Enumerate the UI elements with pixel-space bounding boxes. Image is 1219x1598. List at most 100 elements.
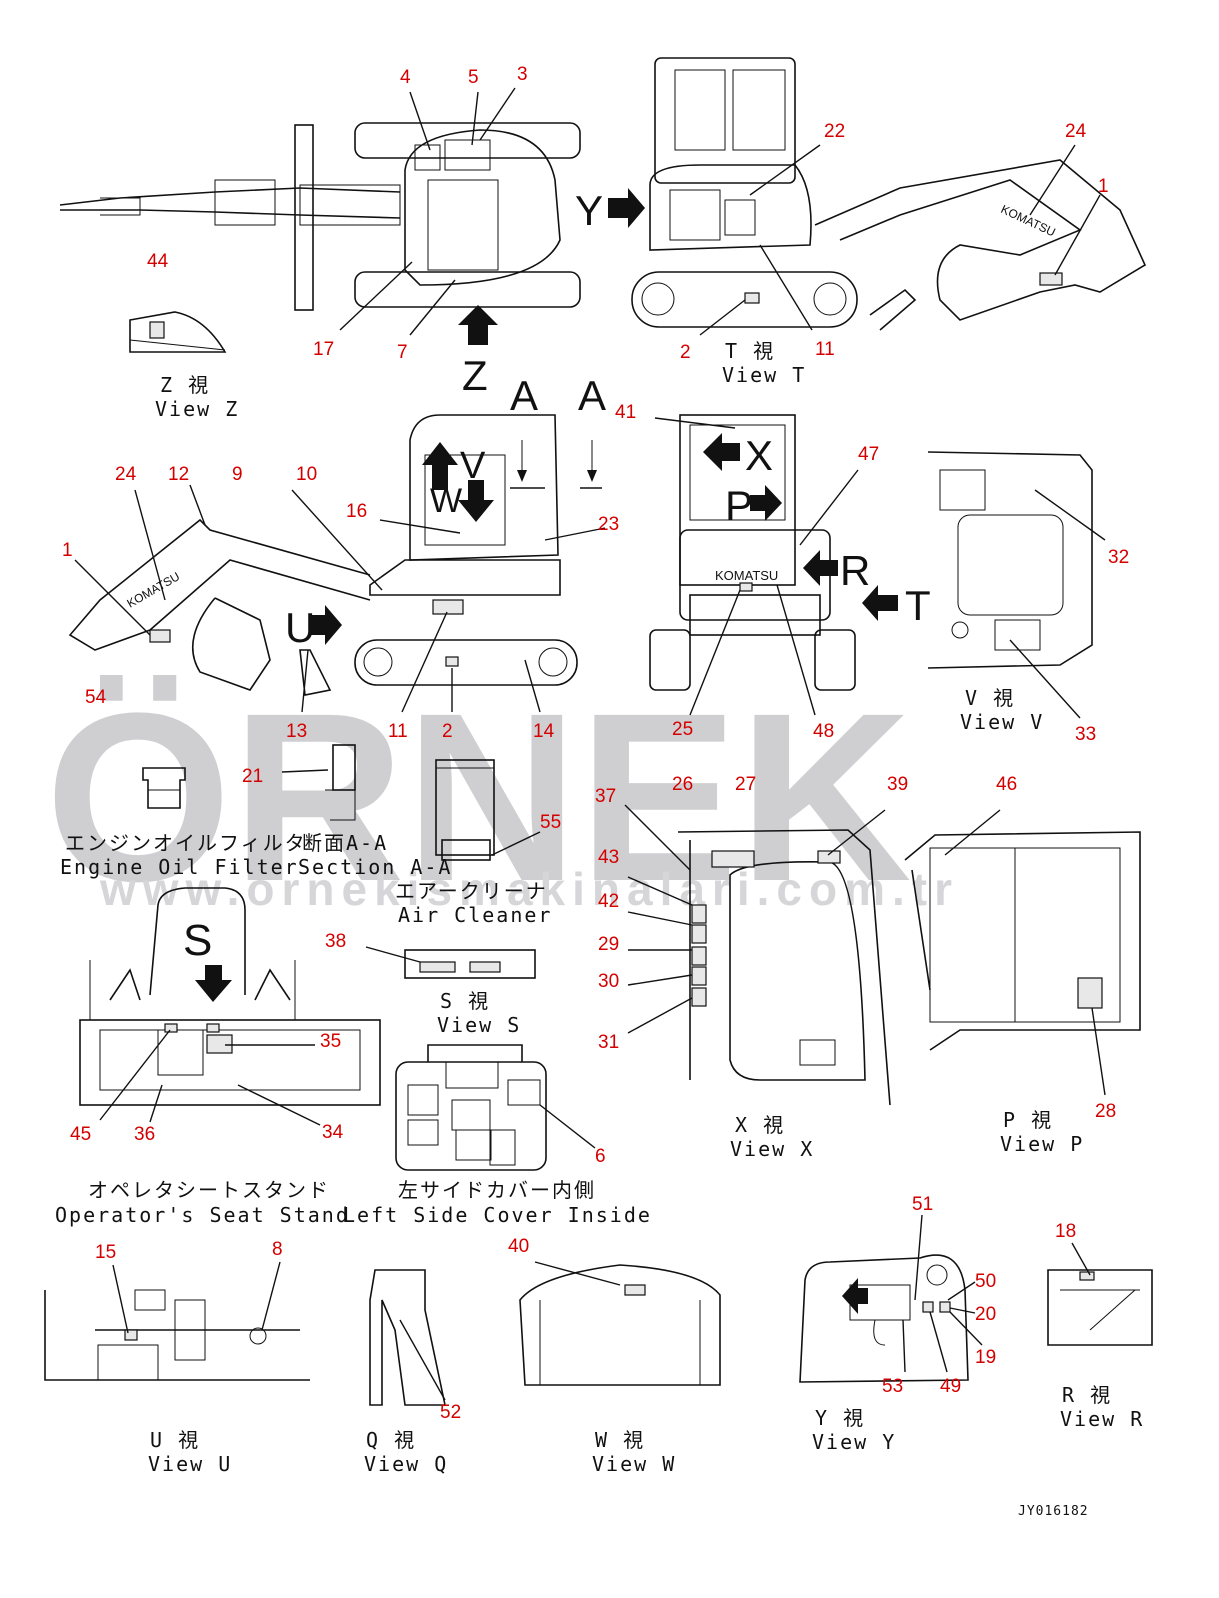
- callout-3: 3: [517, 64, 528, 85]
- arrow-x-view: [703, 433, 740, 471]
- callout-42: 42: [598, 891, 619, 912]
- view-z-drawing: [129, 311, 227, 353]
- callout-8: 8: [272, 1239, 283, 1260]
- view-x-drawing: [677, 829, 891, 1106]
- callout-26: 26: [672, 774, 693, 795]
- view-u-drawing: [44, 1289, 310, 1381]
- caption-x-jp: X 視: [735, 1113, 785, 1137]
- callout-11-side: 11: [388, 721, 408, 742]
- caption-cover-en: Left Side Cover Inside: [343, 1203, 652, 1227]
- caption-p-en: View P: [1000, 1132, 1084, 1156]
- callout-1-side: 1: [62, 540, 73, 561]
- leader-lines: [74, 87, 1106, 1401]
- arrow-v-view: [422, 442, 458, 490]
- letter-t: T: [905, 582, 931, 629]
- caption-seat-jp: オペレタシートスタンド: [88, 1178, 330, 1202]
- callout-5: 5: [468, 67, 479, 88]
- callout-54: 54: [85, 687, 107, 708]
- callout-12: 12: [168, 464, 189, 485]
- callout-17: 17: [313, 339, 334, 360]
- view-w-drawing: [519, 1264, 721, 1386]
- callout-43: 43: [598, 847, 619, 868]
- callout-24-t: 24: [1065, 121, 1087, 142]
- callout-51: 51: [912, 1194, 933, 1215]
- callout-45: 45: [70, 1124, 91, 1145]
- callout-2-t: 2: [680, 342, 691, 363]
- watermark-brand: ÖRNEK: [45, 663, 912, 931]
- callout-39: 39: [887, 774, 908, 795]
- callout-52: 52: [440, 1402, 461, 1423]
- view-s-drawing: [404, 949, 536, 979]
- callout-23: 23: [598, 514, 619, 535]
- callout-22: 22: [824, 121, 845, 142]
- callout-numbers: 4 5 3 22 24 1 44 17 7 2 11 41 47 24 12 9…: [62, 64, 1129, 1423]
- callout-37: 37: [595, 786, 616, 807]
- caption-seat-en: Operator's Seat Stand: [55, 1203, 350, 1227]
- caption-w-en: View W: [592, 1452, 676, 1476]
- caption-t-jp: T 視: [725, 339, 775, 363]
- callout-47: 47: [858, 444, 879, 465]
- view-q-drawing: [369, 1269, 446, 1406]
- callout-13: 13: [286, 721, 307, 742]
- caption-x-en: View X: [730, 1137, 814, 1161]
- caption-u-en: View U: [148, 1452, 232, 1476]
- caption-u-jp: U 視: [150, 1428, 200, 1452]
- watermark-url: www.ornekismakinalari.com.tr: [99, 863, 959, 915]
- callout-16: 16: [346, 501, 367, 522]
- callout-2-side: 2: [442, 721, 453, 742]
- view-letters: Y Z A A V W U X P R T S: [183, 187, 931, 965]
- view-captions: Z 視 View Z T 視 View T V 視 View V エンジンオイル…: [55, 339, 1144, 1519]
- drawing-code: JY016182: [1018, 1504, 1089, 1519]
- callout-33: 33: [1075, 724, 1096, 745]
- arrow-r-view: [803, 550, 838, 586]
- callout-50: 50: [975, 1271, 996, 1292]
- callout-31: 31: [598, 1032, 619, 1053]
- view-r-drawing: [1047, 1269, 1153, 1346]
- letter-y-top: Y: [575, 187, 603, 234]
- callout-24-side: 24: [115, 464, 137, 485]
- view-y-drawing: [799, 1254, 969, 1383]
- letter-a1: A: [510, 372, 538, 419]
- caption-w-jp: W 視: [595, 1428, 645, 1452]
- callout-18: 18: [1055, 1221, 1076, 1242]
- letter-w: W: [430, 482, 462, 520]
- letter-u: U: [285, 604, 315, 651]
- view-v-drawing: [927, 451, 1093, 669]
- caption-p-jp: P 視: [1003, 1108, 1053, 1132]
- view-p-drawing: [904, 831, 1141, 1051]
- callout-27: 27: [735, 774, 756, 795]
- seat-stand-drawing: [79, 887, 381, 1106]
- plan-view-drawing: [59, 122, 581, 311]
- caption-y-en: View Y: [812, 1430, 896, 1454]
- oil-filter-drawing: [142, 767, 186, 809]
- watermark: ÖRNEK www.ornekismakinalari.com.tr: [45, 663, 959, 931]
- arrow-p-view: [750, 485, 782, 521]
- callout-20: 20: [975, 1304, 996, 1325]
- caption-z-en: View Z: [155, 397, 239, 421]
- caption-oil-jp: エンジンオイルフィルタ: [65, 831, 307, 855]
- callout-34: 34: [322, 1122, 344, 1143]
- side-view-drawing: KOMATSU: [68, 414, 578, 696]
- callout-53: 53: [882, 1376, 903, 1397]
- caption-z-jp: Z 視: [160, 373, 210, 397]
- arrow-w-view: [458, 480, 494, 522]
- brand-decal-side: KOMATSU: [125, 569, 183, 610]
- arrow-y-view: [608, 188, 645, 228]
- callout-36: 36: [134, 1124, 155, 1145]
- callout-10: 10: [296, 464, 317, 485]
- callout-21: 21: [242, 766, 263, 787]
- callout-1-t: 1: [1098, 176, 1109, 197]
- callout-38: 38: [325, 931, 346, 952]
- callout-46: 46: [996, 774, 1017, 795]
- view-arrows: [195, 188, 898, 1314]
- callout-41: 41: [615, 402, 636, 423]
- caption-s-jp: S 視: [440, 989, 490, 1013]
- callout-29: 29: [598, 934, 619, 955]
- caption-s-en: View S: [437, 1013, 521, 1037]
- caption-r-en: View R: [1060, 1407, 1144, 1431]
- callout-32: 32: [1108, 547, 1129, 568]
- callout-19: 19: [975, 1347, 996, 1368]
- letter-a2: A: [578, 372, 606, 419]
